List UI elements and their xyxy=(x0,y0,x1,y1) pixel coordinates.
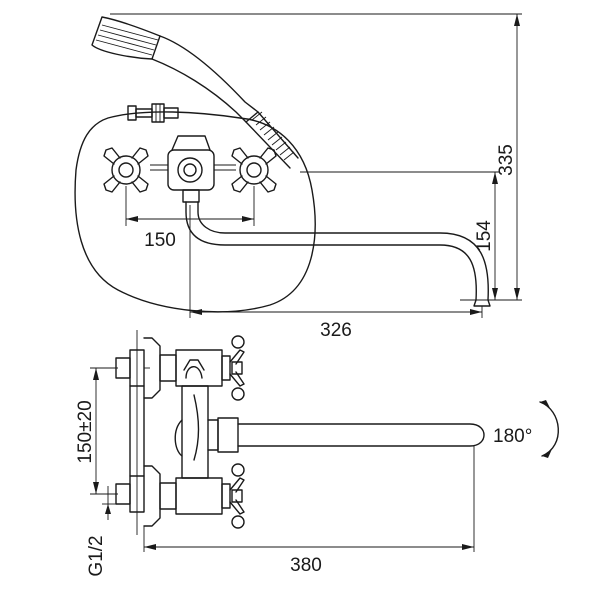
wall-connector-lower xyxy=(115,475,145,513)
dim-label-150: 150 xyxy=(144,230,176,251)
right-cross-handle-top xyxy=(231,147,277,193)
dimension-326: 326 xyxy=(189,205,483,341)
upper-cross-handle-side xyxy=(221,335,245,401)
wall-pipe xyxy=(129,385,145,477)
rotation-indicator: 180° xyxy=(493,400,559,458)
wall-outline xyxy=(74,111,316,313)
shower-head xyxy=(91,16,259,123)
wall-connector-upper xyxy=(115,349,150,387)
shower-hose xyxy=(245,111,299,169)
lower-cross-handle-side xyxy=(221,463,245,529)
dim-label-380: 380 xyxy=(290,555,322,576)
dim-label-154: 154 xyxy=(474,220,495,252)
dim-label-335: 335 xyxy=(496,144,517,176)
dim-label-150-20: 150±20 xyxy=(75,400,96,463)
dimension-380: 380 xyxy=(143,446,475,576)
mixer-body-side xyxy=(174,349,223,515)
side-view: 180° 150±20 G1/2 380 xyxy=(75,330,559,577)
spout-top xyxy=(185,201,491,307)
top-view: 335 154 150 326 xyxy=(74,13,522,341)
spout-side xyxy=(217,417,485,453)
dimension-150: 150 xyxy=(125,186,255,251)
dimension-335: 335 xyxy=(110,13,522,301)
dimension-thread: G1/2 xyxy=(86,486,118,577)
dim-label-thread: G1/2 xyxy=(86,535,107,576)
dimension-150-20: 150±20 xyxy=(75,367,118,495)
mixer-body-top xyxy=(150,135,236,203)
flange-lower xyxy=(143,465,161,527)
left-cross-handle-top xyxy=(103,147,149,193)
dim-label-rotation: 180° xyxy=(493,426,532,447)
dimension-154: 154 xyxy=(300,171,500,300)
dim-label-326: 326 xyxy=(320,320,352,341)
diverter-knob xyxy=(127,103,179,123)
